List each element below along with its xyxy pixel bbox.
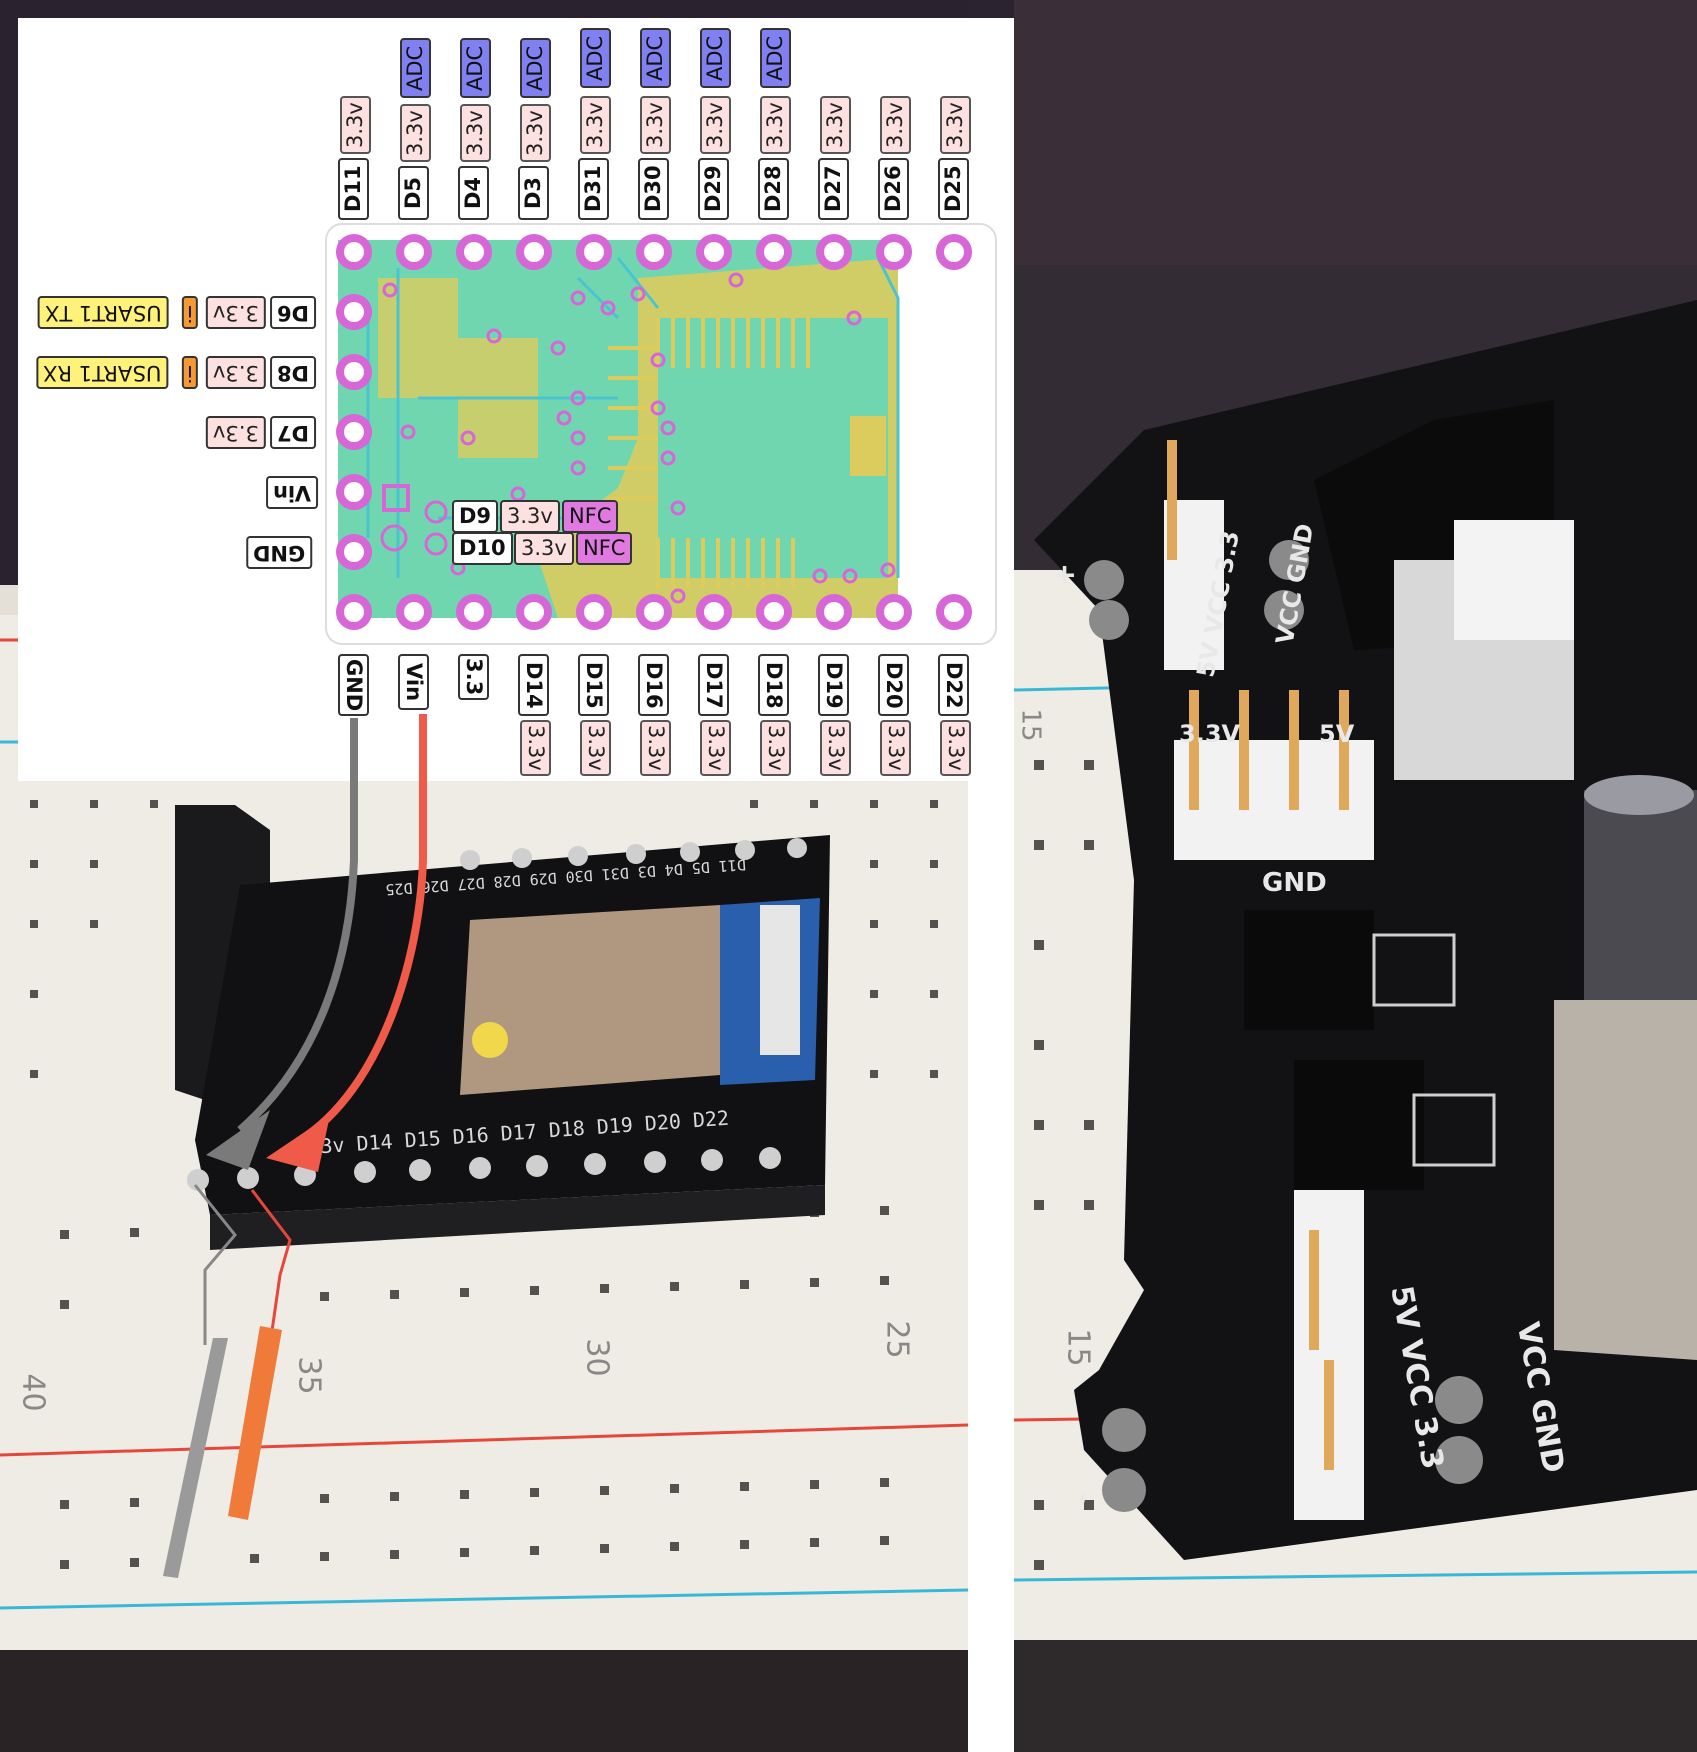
voltage-label: 3.3v: [500, 500, 560, 533]
pin-label-d10: D10: [452, 532, 513, 565]
voltage-label: 3.3v: [940, 720, 971, 776]
voltage-label: 3.3v: [514, 532, 574, 565]
power-module-photo: VCC GND 5V VCC 3.3 3.3V 5V GND + - 5V VC…: [1014, 0, 1697, 1752]
pin-label-gnd: GND: [338, 654, 369, 716]
pin-label-vin: Vin: [398, 654, 429, 710]
nfc-label: NFC: [576, 532, 633, 565]
power-label-5v: 5V: [1319, 720, 1355, 748]
gnd-wire-arrow: [237, 718, 358, 1134]
power-label-33v: 3.3V: [1179, 720, 1241, 748]
pin-label-d14: D14: [518, 654, 549, 716]
vin-arrowhead: [266, 1115, 330, 1172]
power-module-photo-art: [1014, 0, 1697, 1752]
voltage-label: 3.3v: [820, 720, 851, 776]
pinout-diagram: D11 3.3v D5 3.3v ADC D4 3.3v ADC D3 3.3v…: [18, 18, 1014, 781]
voltage-label: 3.3v: [640, 720, 671, 776]
pin-label-d9: D9: [452, 500, 499, 533]
power-label-gnd: GND: [1262, 868, 1327, 898]
voltage-label: 3.3v: [580, 720, 611, 776]
pin-label-d22: D22: [938, 654, 969, 716]
photo-divider: [968, 781, 1014, 1752]
voltage-label: 3.3v: [700, 720, 731, 776]
pin-label-d17: D17: [698, 654, 729, 716]
pin-label-d16: D16: [638, 654, 669, 716]
pin-label-d18: D18: [758, 654, 789, 716]
pin-label-d20: D20: [878, 654, 909, 716]
gnd-arrowhead: [206, 1110, 270, 1170]
pin-label-d15: D15: [578, 654, 609, 716]
voltage-label: 3.3v: [520, 720, 551, 776]
vin-wire-arrow: [297, 714, 427, 1144]
pin-label-33: 3.3: [458, 654, 489, 700]
voltage-label: 3.3v: [760, 720, 791, 776]
pin-label-d19: D19: [818, 654, 849, 716]
voltage-label: 3.3v: [880, 720, 911, 776]
power-label-plus: +: [1052, 558, 1078, 593]
